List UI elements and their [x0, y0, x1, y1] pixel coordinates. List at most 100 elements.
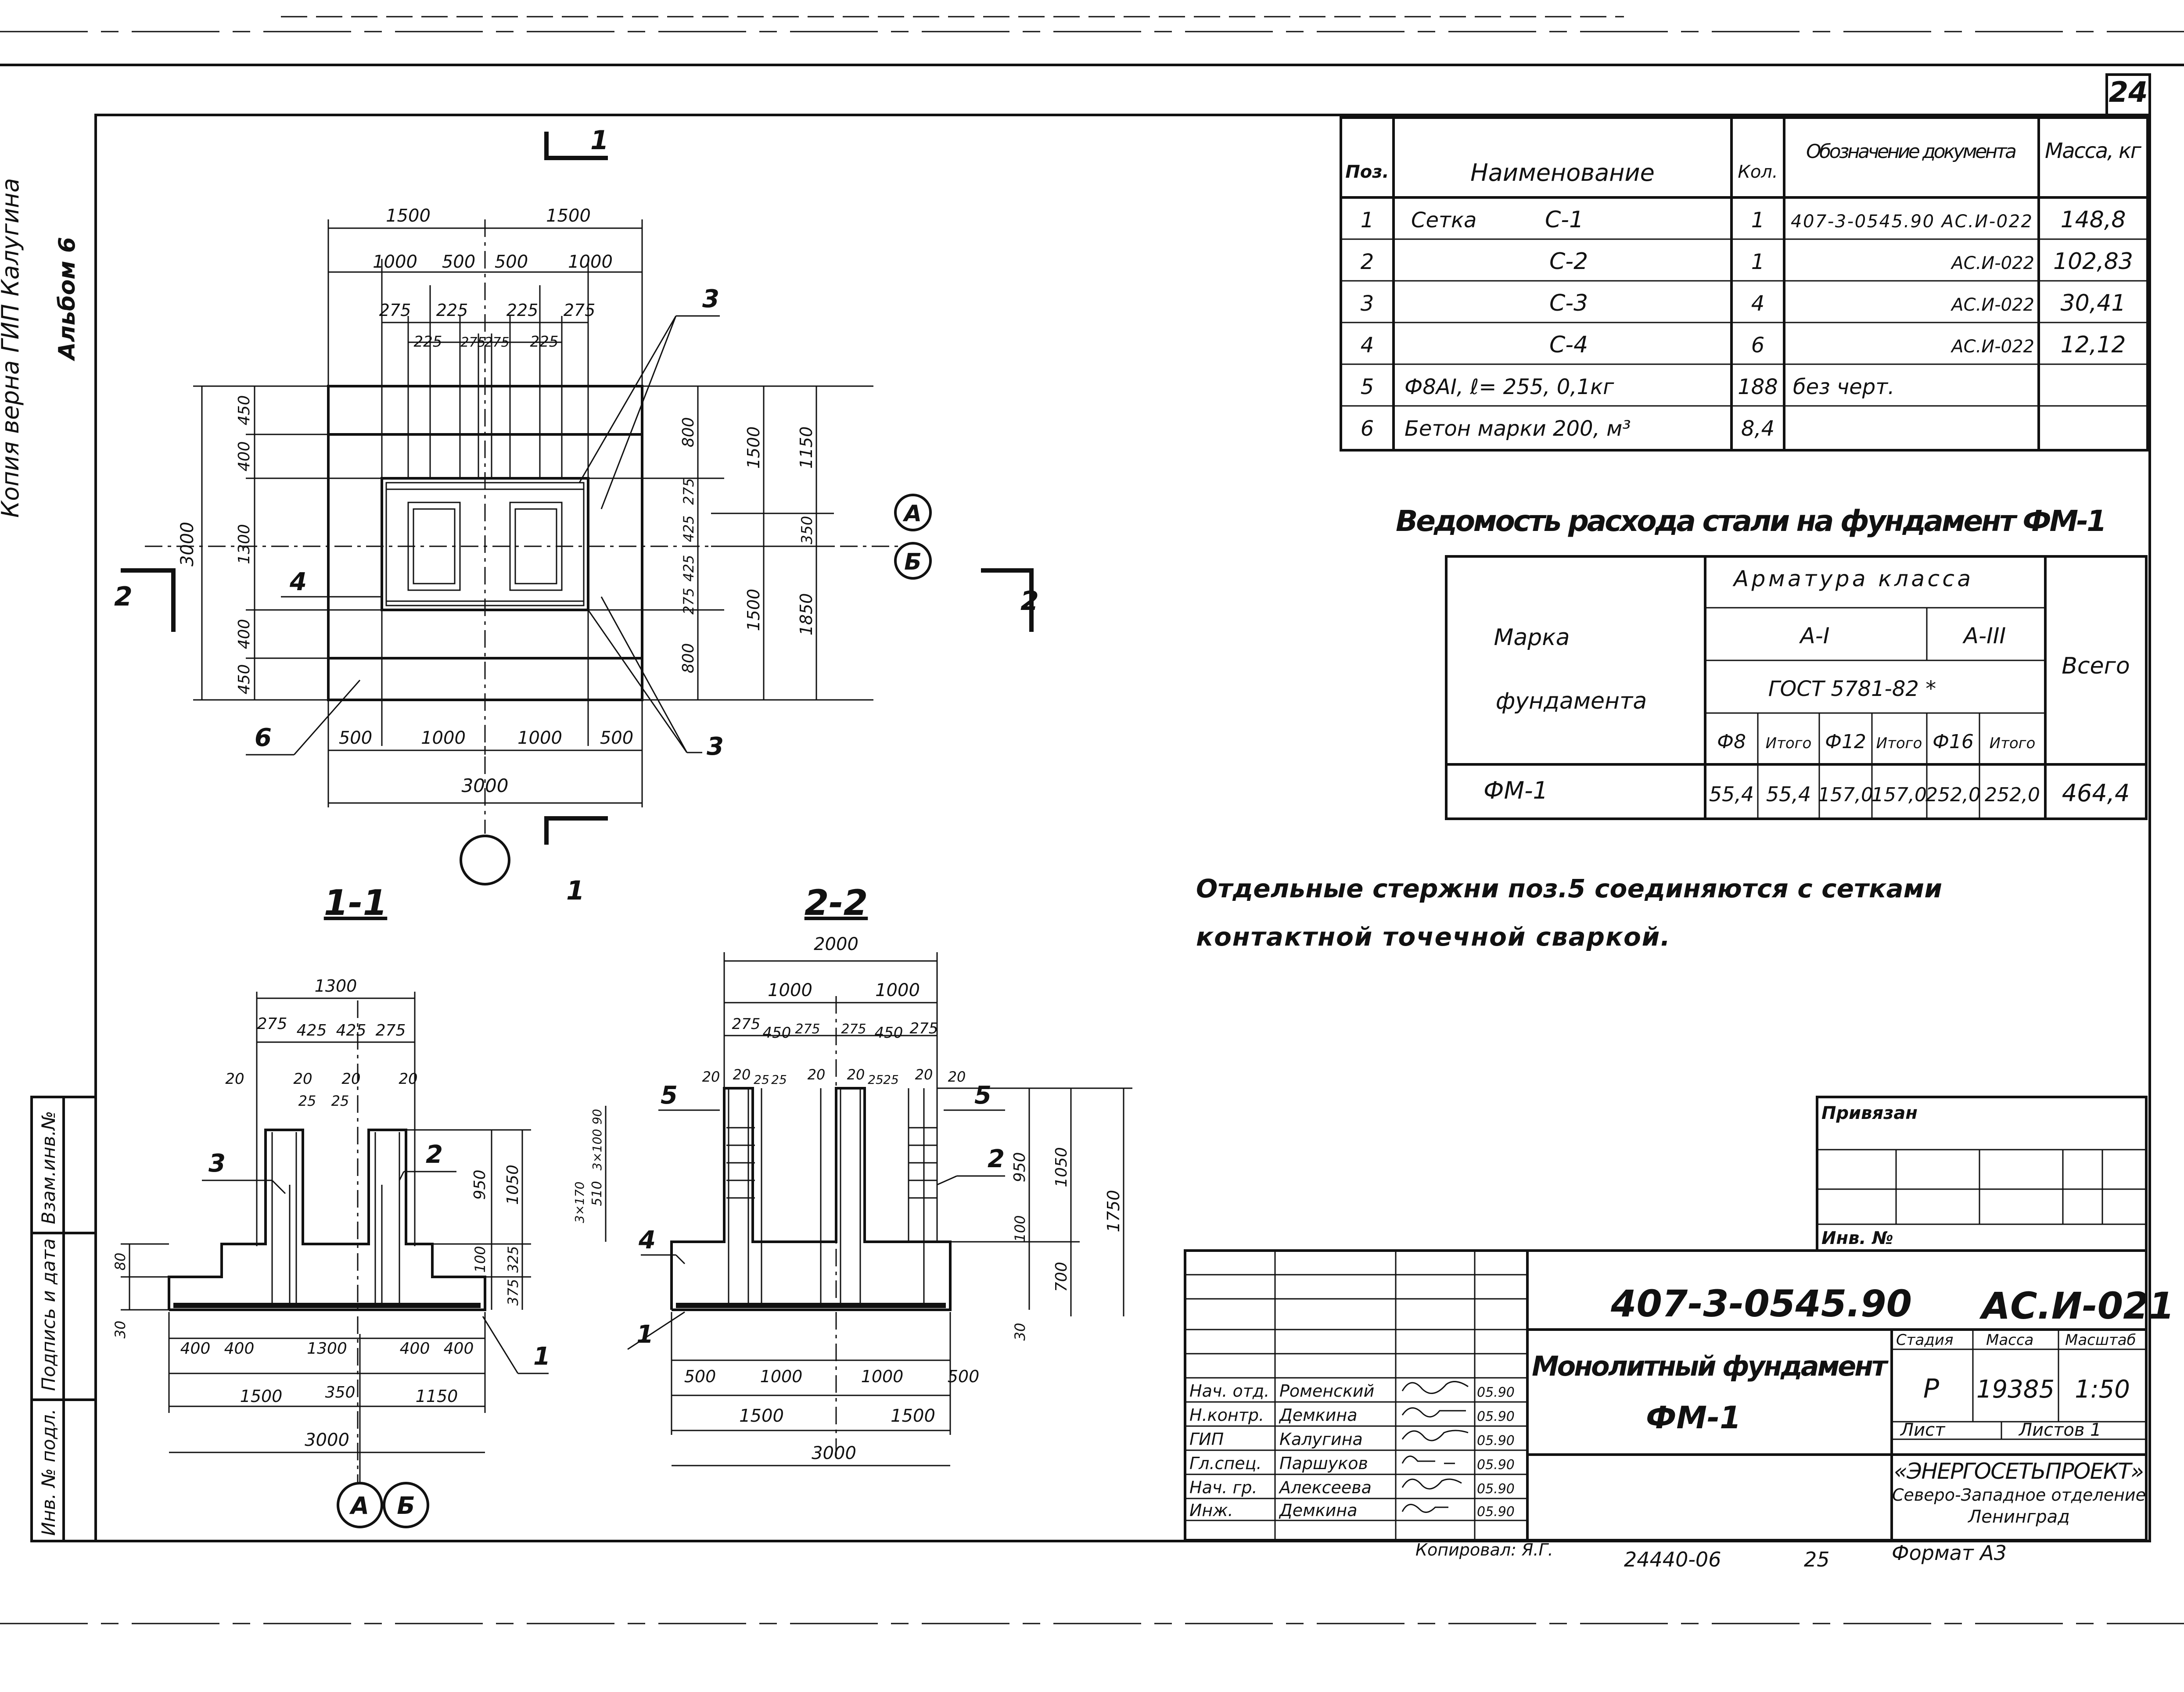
s2-dim: 700: [1052, 1262, 1070, 1292]
s2-dim: 950: [1011, 1152, 1029, 1183]
spec-mass: 30,41: [2061, 290, 2126, 316]
spec-doc: АС.И-022: [1950, 253, 2034, 273]
signer-role: Инж.: [1189, 1501, 1233, 1520]
s2-dim: 275: [795, 1022, 820, 1037]
steel-row-total: 464,4: [2062, 779, 2130, 807]
s1-dim: 1300: [307, 1340, 347, 1358]
s2-dim: 1750: [1104, 1190, 1123, 1233]
tb-stage-label: Стадия: [1896, 1331, 1953, 1349]
plan-dim: 275: [680, 478, 697, 505]
s2-dim-small: 25: [754, 1072, 769, 1087]
s1-dim: 950: [471, 1170, 489, 1200]
side-stamp: Взам.инв.№ Подпись и дата Инв. № подл.: [30, 1096, 97, 1542]
signer-row: Гл.спец. Паршуков 05.90: [1189, 1454, 1515, 1473]
s2-dim-small: 20: [733, 1066, 751, 1083]
s1-dim-small: 20: [341, 1070, 360, 1088]
s2-dim: 1000: [760, 1367, 803, 1386]
drawing-frame: [94, 114, 2151, 1542]
s1-dim: 30: [112, 1321, 129, 1339]
s2-dim: 3000: [812, 1443, 856, 1463]
tb-mass: 19385: [1976, 1375, 2055, 1404]
plan-dim: 500: [600, 728, 633, 748]
section-mark-1-top: 1: [590, 125, 609, 156]
spec-qty: 4: [1751, 291, 1765, 316]
spec-pos: 2: [1361, 250, 1374, 274]
steel-value: 55,4: [1766, 782, 1811, 806]
s1-dim: 375: [505, 1279, 521, 1305]
signer-role: ГИП: [1189, 1430, 1224, 1449]
plan-dim: 1000: [568, 252, 613, 272]
section-mark-2-right: 2: [1020, 586, 1039, 617]
s2-callout-2: 2: [988, 1145, 1005, 1173]
s2-dim-small: 25: [868, 1072, 884, 1087]
steel-gost: ГОСТ 5781-82 *: [1768, 677, 1936, 701]
section-2-title: 2-2: [805, 882, 868, 923]
plan-dim: 800: [679, 417, 697, 448]
signer-row: Инж. Демкина 05.90: [1189, 1501, 1515, 1520]
s1-dim: 425: [336, 1022, 366, 1040]
plan-dim: 350: [798, 516, 816, 545]
copy-note: Копия верна ГИП Калугина: [0, 178, 24, 518]
plan-dim: 1500: [744, 589, 763, 631]
signer-name: Калугина: [1279, 1430, 1363, 1449]
section-1-1: 1-1: [112, 882, 550, 1528]
spec-header-pos: Поз.: [1345, 162, 1389, 182]
s2-dim-small: 20: [847, 1066, 865, 1083]
s2-dim: 275: [910, 1020, 938, 1037]
s2-callout-1: 1: [636, 1320, 654, 1349]
tb-privyazan: Привязан: [1821, 1103, 1918, 1123]
plan-dim: 275: [680, 588, 697, 614]
plan-callout-3-top: 3: [702, 285, 719, 313]
s2-dim: 450: [875, 1024, 903, 1042]
s1-dim: 80: [112, 1253, 129, 1271]
spec-pos: 6: [1361, 416, 1374, 441]
footer-number: 24440-06: [1624, 1548, 1721, 1571]
s2-dim: 30: [1012, 1323, 1028, 1341]
plan-dim: 1000: [373, 252, 417, 272]
plan-dim: 500: [442, 252, 475, 272]
spec-doc: АС.И-022: [1950, 337, 2034, 357]
s1-callout-3: 3: [208, 1149, 226, 1178]
steel-value: 252,0: [1925, 784, 1981, 806]
spec-mass: 102,83: [2053, 248, 2133, 275]
signer-name: Алексеева: [1278, 1478, 1372, 1497]
plan-dim: 1000: [517, 728, 562, 748]
spec-pos: 1: [1361, 208, 1374, 233]
plan-callout-4: 4: [289, 568, 307, 596]
spec-header-doc: Обозначение документа: [1806, 140, 2017, 163]
s2-dim: 1500: [891, 1406, 935, 1426]
spec-pos: 3: [1361, 291, 1374, 316]
signer-role: Нач. гр.: [1189, 1478, 1257, 1497]
s2-dim: 1000: [875, 980, 920, 1000]
side-vzam: Взам.инв.№: [38, 1111, 59, 1224]
steel-value: 157,0: [1818, 784, 1873, 806]
spec-pos: 4: [1361, 333, 1374, 358]
side-inv-podl: Инв. № подл.: [38, 1409, 59, 1536]
s2-dim: 1500: [739, 1406, 784, 1426]
s1-dim-small: 25: [331, 1093, 349, 1109]
plan-view: 1500 1500 1000 500 500 1000 275 225 225 …: [114, 125, 1039, 906]
spec-row-4: 4 С-4 6 АС.И-022 12,12: [1361, 332, 2126, 358]
s2-dim: 275: [732, 1015, 761, 1033]
s2-dim-small: 25: [771, 1072, 787, 1087]
s1-dim-small: 20: [293, 1070, 312, 1088]
s2-dim-small: 25: [883, 1072, 899, 1087]
s2-dim: 2000: [814, 934, 859, 954]
plan-callout-3-bottom: 3: [707, 732, 724, 761]
s2-dim: 1050: [1052, 1147, 1070, 1187]
signer-date: 05.90: [1477, 1457, 1515, 1473]
s1-dim-small: 25: [298, 1093, 316, 1109]
signer-name: Демкина: [1279, 1405, 1358, 1425]
s1-dim: 400: [444, 1340, 474, 1358]
s2-dim: 500: [948, 1367, 980, 1386]
handwritten-signatures: [1401, 1381, 1469, 1513]
spec-row-6: 6 Бетон марки 200, м³ 8,4: [1361, 416, 1774, 441]
spec-mark: С-3: [1549, 290, 1588, 316]
album-label: Альбом 6: [54, 237, 80, 362]
signer-name: Демкина: [1279, 1501, 1358, 1520]
steel-sub-header: Ф12: [1825, 731, 1866, 753]
s2-dim: 90: [590, 1109, 604, 1125]
tb-scale: 1:50: [2075, 1375, 2130, 1404]
spec-doc: без черт.: [1793, 375, 1895, 399]
steel-value: 157,0: [1871, 784, 1927, 806]
